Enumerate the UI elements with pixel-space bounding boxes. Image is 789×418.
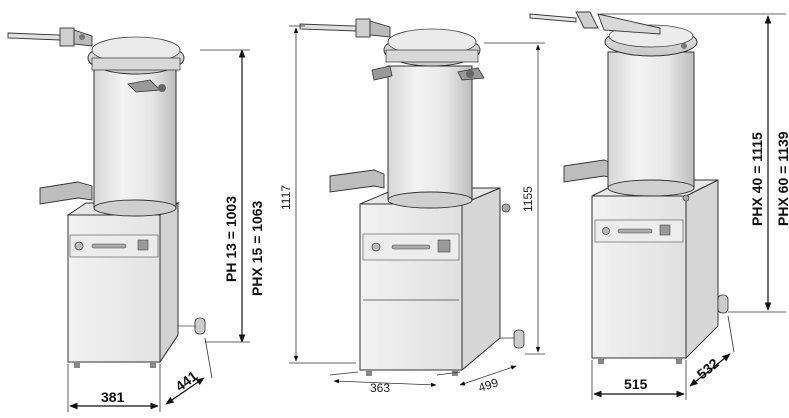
depth-label: 441: [172, 367, 200, 394]
control-knob: [371, 242, 381, 252]
depth-label: 532: [694, 355, 722, 382]
panel-handle: [91, 243, 127, 249]
height-label-phx60: PHX 60 = 1139: [775, 131, 789, 226]
height-right-label: 1155: [521, 186, 535, 212]
cabinet-body: [359, 203, 463, 371]
panel-handle: [391, 244, 431, 250]
panel-switch: [659, 224, 671, 236]
cabinet-side: [461, 187, 501, 372]
side-knob: [501, 203, 511, 213]
width-label: 363: [370, 381, 390, 395]
filling-horn: [299, 23, 357, 32]
height-label-ph13: PH 13 = 1003: [223, 196, 239, 282]
height-label-phx40: PHX 40 = 1115: [749, 132, 765, 226]
side-knob: [682, 194, 690, 202]
knee-lever: [563, 159, 615, 183]
control-knob: [602, 227, 610, 235]
depth-label: 499: [477, 375, 501, 395]
wheel: [513, 329, 525, 349]
knee-lever: [39, 181, 93, 205]
panel-handle: [617, 228, 653, 234]
machine-phx40-phx60: PHX 40 = 1115 PHX 60 = 1139 515 532: [529, 11, 789, 400]
cylinder: [387, 65, 473, 201]
knee-lever: [329, 169, 385, 193]
cabinet-side: [685, 179, 719, 360]
cabinet-side: [159, 202, 179, 364]
filling-horn: [529, 13, 577, 23]
width-label: 515: [624, 376, 648, 392]
height-label-phx15: PHX 15 = 1063: [249, 200, 265, 296]
machine-ph13-phx15: PH 13 = 1003 PHX 15 = 1063 381 441: [7, 27, 265, 412]
panel-switch: [437, 239, 451, 253]
panel-switch: [137, 239, 149, 251]
machine-middle: 1117 1155 363 499: [279, 18, 545, 395]
height-left-label: 1117: [279, 185, 293, 210]
width-label: 381: [101, 389, 125, 405]
wheel: [717, 294, 729, 314]
cylinder: [607, 51, 695, 189]
control-knob: [74, 241, 84, 251]
filling-horn: [7, 32, 61, 41]
wheel: [194, 317, 206, 335]
